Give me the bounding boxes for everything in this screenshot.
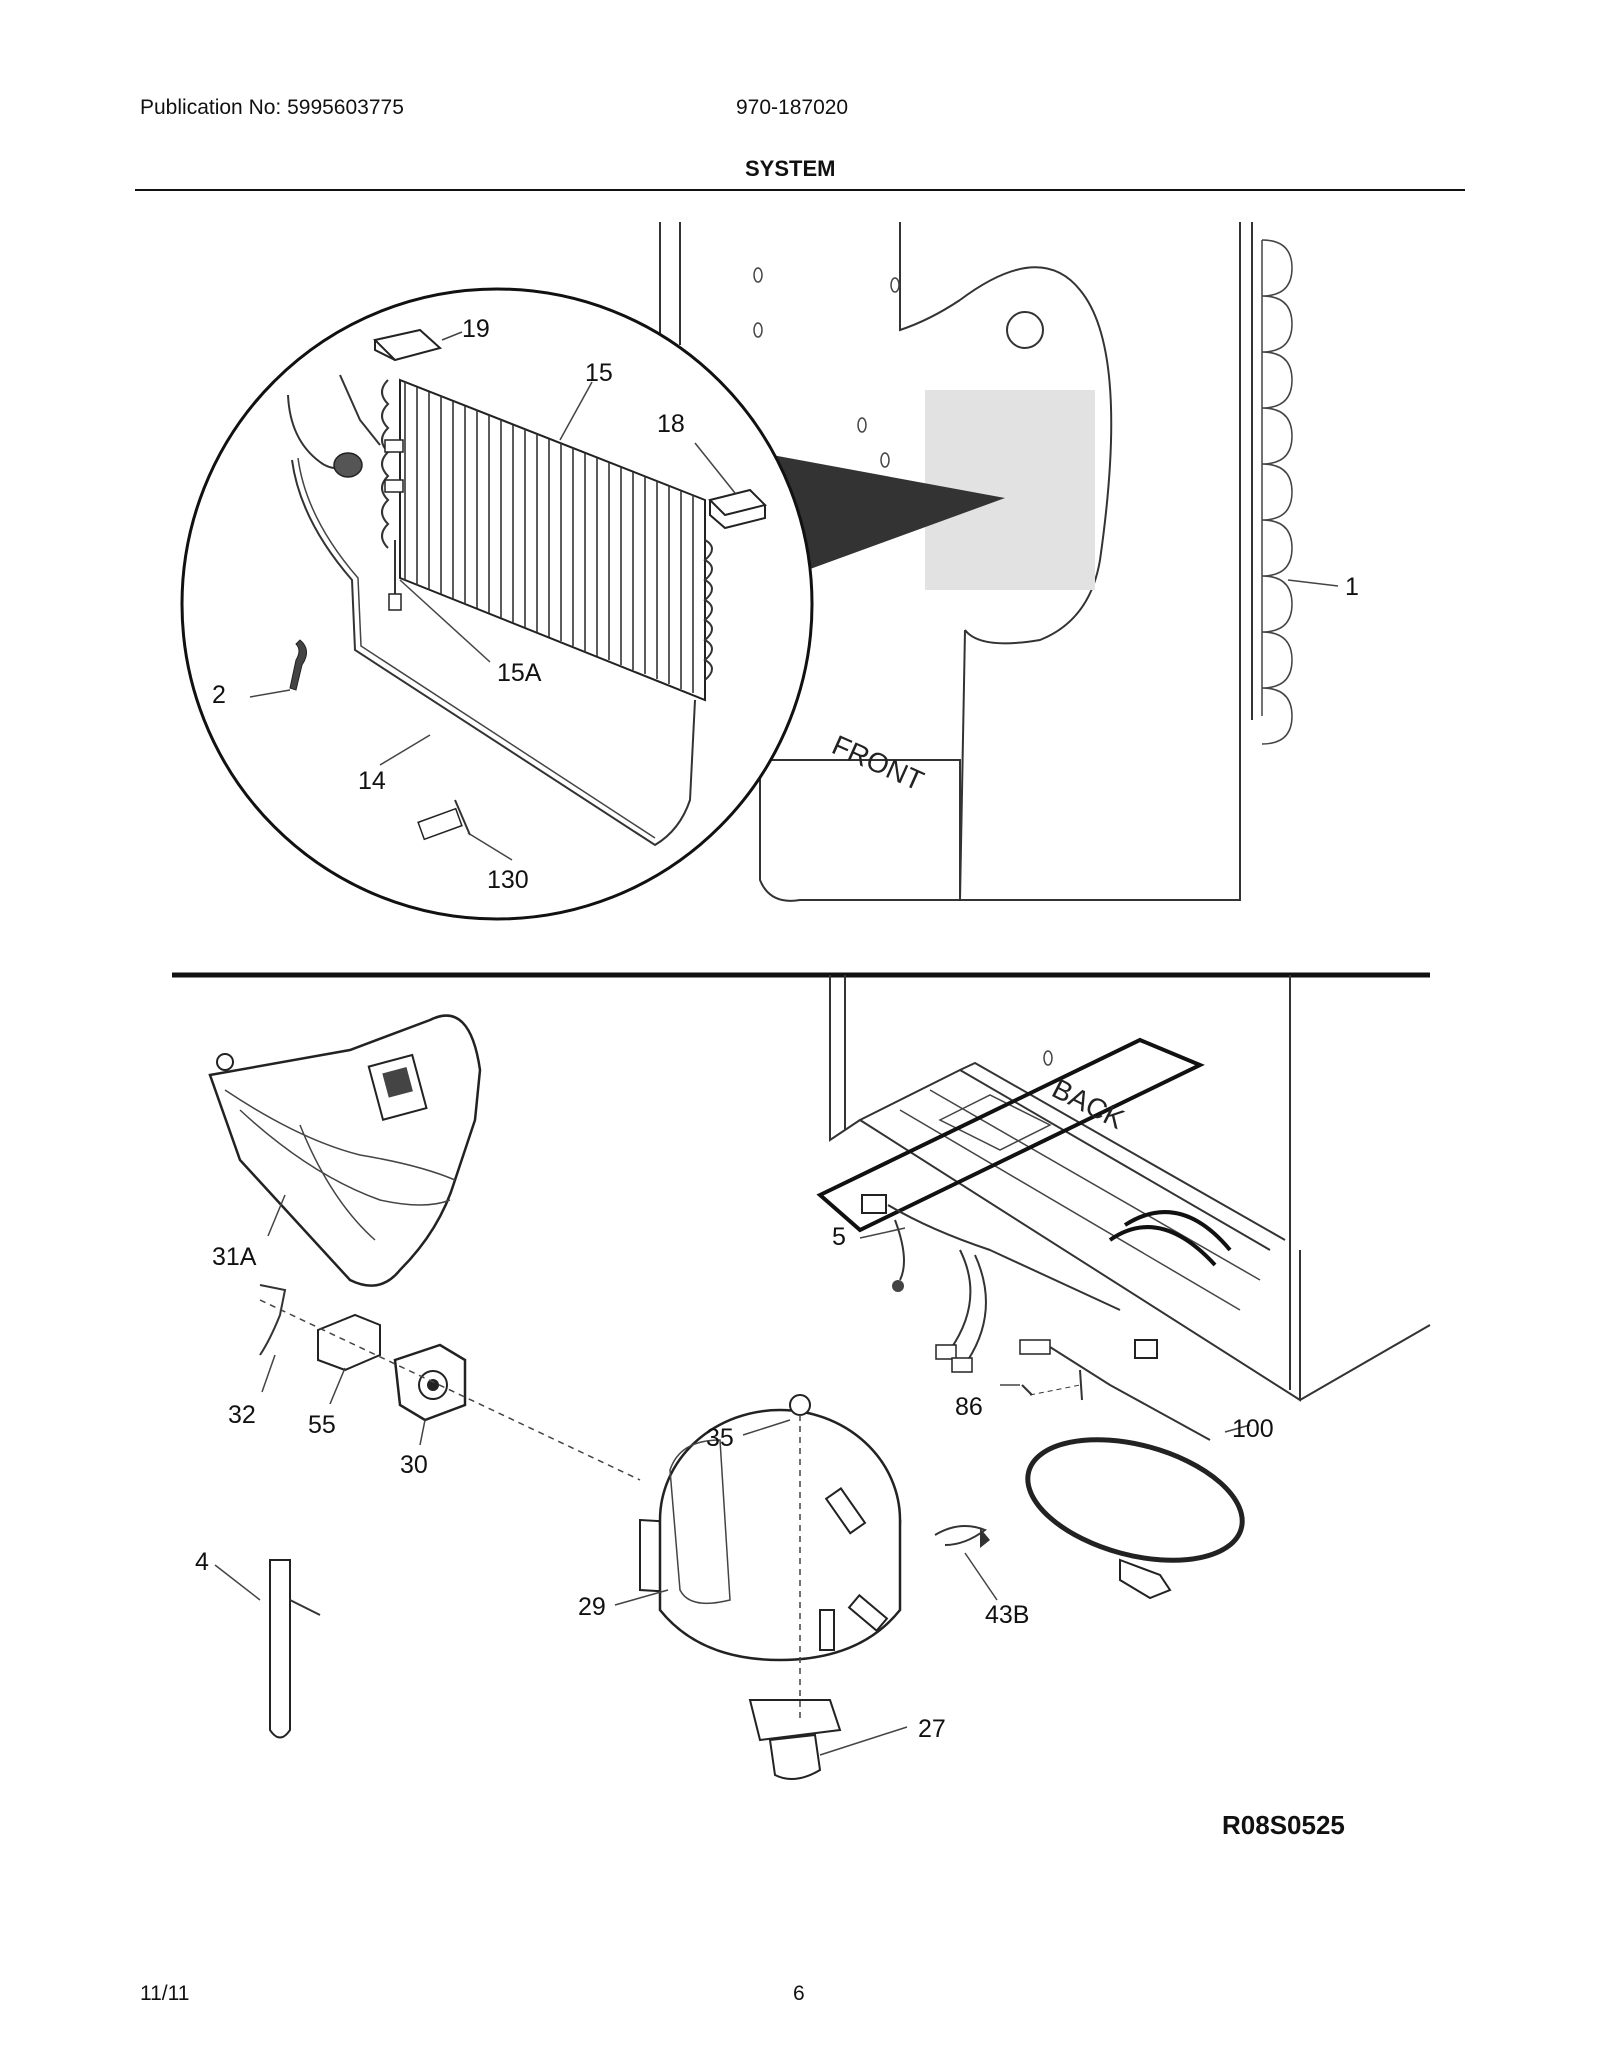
callout-31a: 31A <box>212 1243 257 1271</box>
model-number: 970-187020 <box>736 96 849 119</box>
power-cord <box>1019 1339 1245 1600</box>
callout-4: 4 <box>195 1548 209 1576</box>
drawing-code: R08S0525 <box>1222 1810 1345 1840</box>
callout-19: 19 <box>462 315 490 343</box>
callout-55: 55 <box>308 1411 336 1439</box>
callout-32: 32 <box>228 1401 256 1429</box>
callout-15: 15 <box>585 359 613 387</box>
callout-2: 2 <box>212 681 226 709</box>
evaporator <box>287 328 767 847</box>
callout-86: 86 <box>955 1393 983 1421</box>
compressor <box>639 1394 902 1742</box>
callout-labels: 19 15 18 1 15A 2 14 130 31A 5 32 55 30 86 100 35 4 29 43B 2… <box>195 315 1359 1743</box>
footer-date: 11/11 <box>140 1982 190 2005</box>
callout-43b: 43B <box>985 1601 1029 1629</box>
upper-leaders <box>249 331 1339 861</box>
page-number: 6 <box>793 1982 805 2005</box>
callout-130: 130 <box>487 866 529 894</box>
callout-15a: 15A <box>497 659 542 687</box>
cabinet-upper <box>659 222 1293 902</box>
page-title: SYSTEM <box>745 156 836 181</box>
publication-number: Publication No: 5995603775 <box>140 96 404 119</box>
callout-29: 29 <box>578 1593 606 1621</box>
callout-14: 14 <box>358 767 386 795</box>
callout-30: 30 <box>400 1451 428 1479</box>
back-stencil: BACK <box>1047 1073 1129 1135</box>
wiring-harness <box>861 1194 1158 1373</box>
cabinet-lower <box>816 975 1431 1402</box>
callout-1: 1 <box>1345 573 1359 601</box>
front-stencil: FRONT <box>828 729 929 797</box>
callout-5: 5 <box>832 1223 846 1251</box>
condenser <box>1239 222 1293 745</box>
callout-27: 27 <box>918 1715 946 1743</box>
lower-leaders <box>214 1194 1251 1756</box>
drain-pan <box>208 1014 482 1287</box>
callout-100: 100 <box>1232 1415 1274 1443</box>
callout-35: 35 <box>706 1424 734 1452</box>
callout-18: 18 <box>657 410 685 438</box>
